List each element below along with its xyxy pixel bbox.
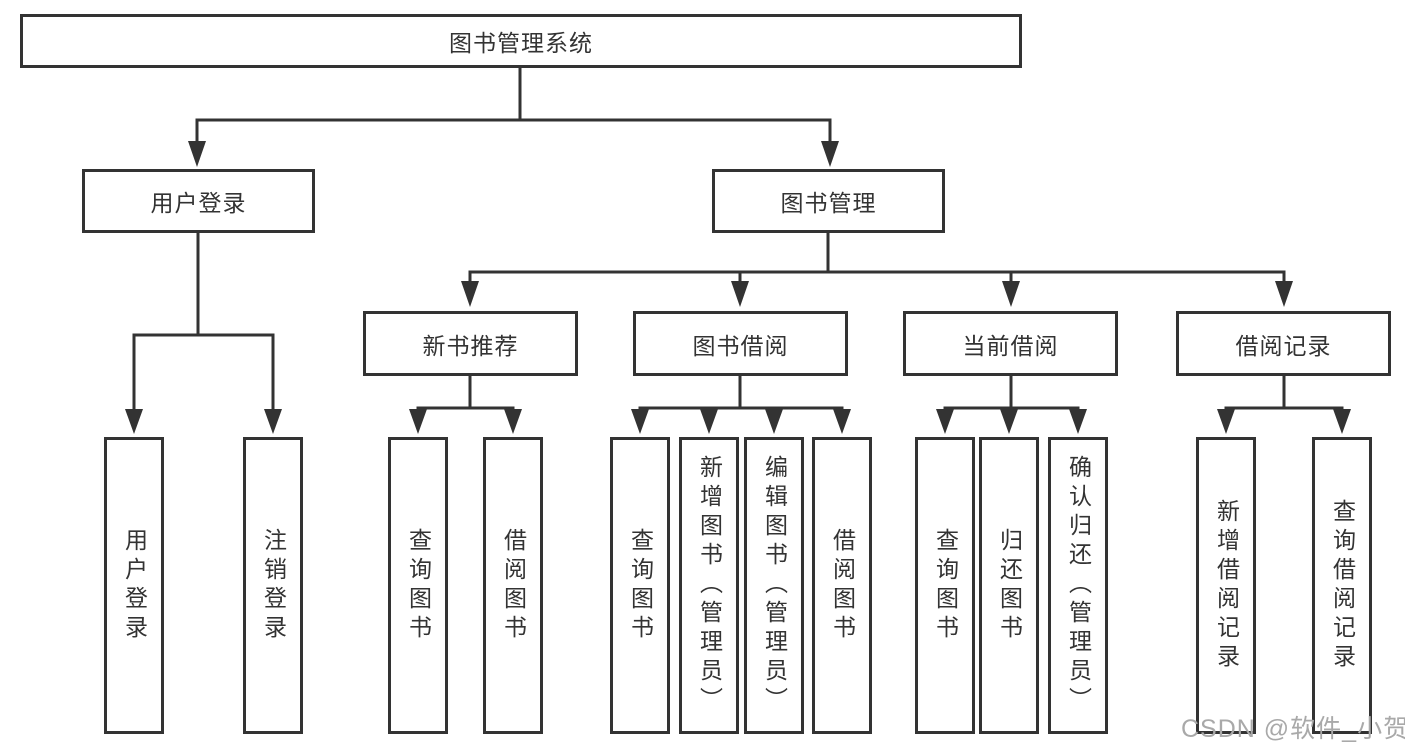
node-label: 查询图书 (405, 527, 432, 644)
node-leaf-query-books-recommendation: 查询图书 (388, 437, 448, 734)
node-book-borrowing: 图书借阅 (633, 311, 848, 376)
node-leaf-add-borrowing-record: 新增借阅记录 (1196, 437, 1256, 734)
node-label: 图书借阅 (692, 332, 789, 359)
node-label: 图书管理系统 (449, 30, 593, 56)
node-leaf-confirm-return-admin: 确认归还（管理员） (1048, 437, 1108, 734)
node-leaf-borrow-books: 借阅图书 (812, 437, 872, 734)
node-new-book-recommendation: 新书推荐 (363, 311, 578, 376)
node-leaf-query-books-current: 查询图书 (915, 437, 975, 734)
node-leaf-edit-books-admin: 编辑图书（管理员） (744, 437, 804, 734)
node-label: 用户登录 (121, 527, 148, 644)
node-label: 新增借阅记录 (1213, 498, 1240, 673)
node-label: 注销登录 (260, 527, 287, 644)
node-user-login: 用户登录 (82, 169, 315, 233)
node-label: 编辑图书（管理员） (761, 455, 788, 716)
node-label: 查询图书 (932, 527, 959, 644)
node-leaf-add-books-admin: 新增图书（管理员） (679, 437, 739, 734)
node-leaf-query-books-borrowing: 查询图书 (610, 437, 670, 734)
node-leaf-query-borrowing-record: 查询借阅记录 (1312, 437, 1372, 734)
node-label: 图书管理 (780, 190, 877, 216)
node-label: 确认归还（管理员） (1065, 455, 1092, 716)
node-label: 借阅记录 (1235, 332, 1332, 359)
node-label: 新书推荐 (422, 332, 519, 359)
node-book-management: 图书管理 (712, 169, 945, 233)
csdn-watermark: CSDN @软件_小贺同学 (1181, 715, 1405, 743)
node-leaf-logout: 注销登录 (243, 437, 303, 734)
node-leaf-user-login: 用户登录 (104, 437, 164, 734)
node-label: 查询图书 (627, 527, 654, 644)
node-library-management-system: 图书管理系统 (20, 14, 1022, 68)
node-current-borrowing: 当前借阅 (903, 311, 1118, 376)
node-leaf-return-books: 归还图书 (979, 437, 1039, 734)
node-label: 归还图书 (996, 527, 1023, 644)
node-label: 查询借阅记录 (1329, 498, 1356, 673)
node-leaf-borrow-books-recommendation: 借阅图书 (483, 437, 543, 734)
node-label: 用户登录 (150, 190, 247, 216)
node-label: 新增图书（管理员） (696, 455, 723, 716)
node-borrowing-records: 借阅记录 (1176, 311, 1391, 376)
node-label: 借阅图书 (829, 527, 856, 644)
node-label: 借阅图书 (500, 527, 527, 644)
node-label: 当前借阅 (962, 332, 1059, 359)
